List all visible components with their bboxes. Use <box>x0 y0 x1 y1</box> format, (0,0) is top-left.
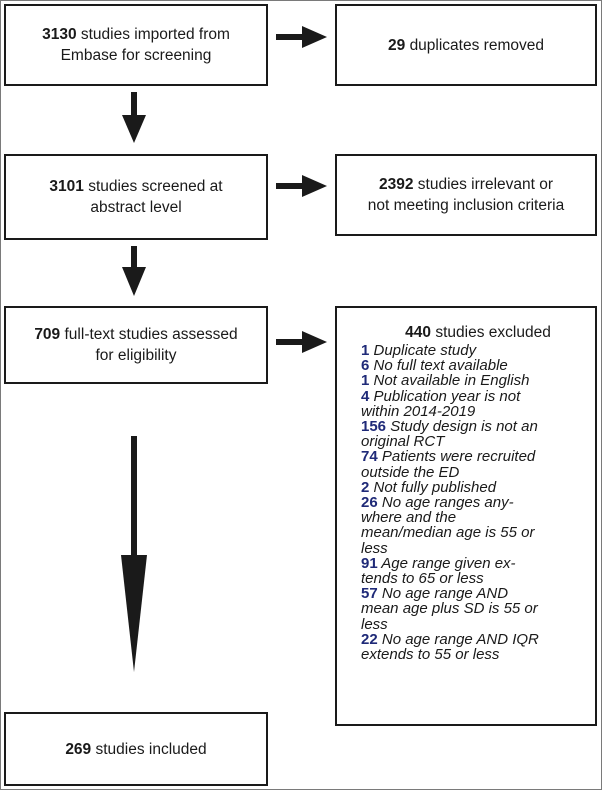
exclusion-count: 6 <box>361 357 370 375</box>
duplicates-label: duplicates removed <box>409 36 544 54</box>
exclusion-count: 156 <box>361 418 387 436</box>
screened-label: studies screened at <box>88 178 223 195</box>
exclusion-text: No age range AND IQR <box>377 630 539 648</box>
fulltext-label-2: for eligibility <box>95 347 177 364</box>
duplicates-count: 29 <box>388 36 406 54</box>
excluded-label: studies excluded <box>435 324 551 341</box>
arrow-down-2 <box>122 246 146 296</box>
arrow-right-1 <box>276 26 327 48</box>
screened-count: 3101 <box>49 178 84 195</box>
exclusion-text: Patients were recruited <box>377 448 536 466</box>
screened-label-2: abstract level <box>90 199 182 216</box>
arrow-down-3 <box>121 436 147 672</box>
excluded-count: 440 <box>405 324 432 341</box>
exclusion-count: 57 <box>361 585 378 603</box>
included-label: studies included <box>95 740 207 758</box>
exclusion-text: extends to 55 or less <box>361 646 500 664</box>
exclusion-count: 74 <box>361 448 378 466</box>
screened-box: 3101 studies screened at abstract level <box>4 154 268 240</box>
exclusion-reason: 1 Not available in English <box>361 373 539 388</box>
duplicates-box: 29 duplicates removed <box>335 4 597 86</box>
included-box: 269 studies included <box>4 712 268 786</box>
exclusion-text: Not available in English <box>369 372 530 390</box>
imported-count: 3130 <box>42 26 77 43</box>
exclusion-text: less <box>361 615 388 633</box>
irrelevant-label-2: not meeting inclusion criteria <box>367 197 565 214</box>
exclusion-reason: 91 Age range given ex-tends to 65 or les… <box>361 556 539 586</box>
fulltext-label: full-text studies assessed <box>64 326 238 343</box>
arrow-right-3 <box>276 331 327 353</box>
fulltext-count: 709 <box>34 326 61 343</box>
irrelevant-count: 2392 <box>378 176 414 193</box>
exclusion-text: mean/median age is 55 or <box>361 524 535 542</box>
exclusion-reason: 2 Not fully published <box>361 480 539 495</box>
exclusion-count: 91 <box>361 554 378 572</box>
exclusion-text: within 2014-2019 <box>361 402 476 420</box>
arrow-right-2 <box>276 175 327 197</box>
imported-label-2: Embase for screening <box>60 47 212 64</box>
exclusion-text: Duplicate study <box>369 342 477 359</box>
irrelevant-label: studies irrelevant or <box>417 176 554 193</box>
exclusion-reason: 6 No full text available <box>361 358 539 373</box>
exclusion-text: outside the ED <box>361 463 460 481</box>
exclusion-count: 22 <box>361 630 378 648</box>
exclusion-count: 1 <box>361 372 370 390</box>
fulltext-box: 709 full-text studies assessed for eligib… <box>4 306 268 384</box>
exclusion-text: Not fully published <box>369 478 497 496</box>
exclusion-text: where and the <box>361 509 457 527</box>
exclusion-text: No age ranges any- <box>377 494 514 512</box>
exclusion-text: mean age plus SD is 55 or <box>361 600 538 618</box>
exclusion-text: Study design is not an <box>386 418 538 436</box>
exclusion-count: 1 <box>361 342 370 359</box>
exclusion-text: original RCT <box>361 433 445 451</box>
exclusion-count: 4 <box>361 387 370 405</box>
exclusion-count: 26 <box>361 494 378 512</box>
exclusion-text: No full text available <box>369 357 508 375</box>
exclusion-text: Age range given ex- <box>377 554 516 572</box>
irrelevant-box: 2392 studies irrelevant or not meeting in… <box>335 154 597 236</box>
exclusion-text: tends to 65 or less <box>361 570 484 588</box>
arrow-down-1 <box>122 92 146 143</box>
included-count: 269 <box>65 740 92 758</box>
exclusion-reason: 1 Duplicate study <box>361 343 539 358</box>
exclusion-text: Publication year is not <box>369 387 521 405</box>
exclusion-text: No age range AND <box>377 585 509 603</box>
exclusion-count: 2 <box>361 478 370 496</box>
exclusion-text: less <box>361 539 388 557</box>
imported-label: studies imported from <box>80 26 230 43</box>
